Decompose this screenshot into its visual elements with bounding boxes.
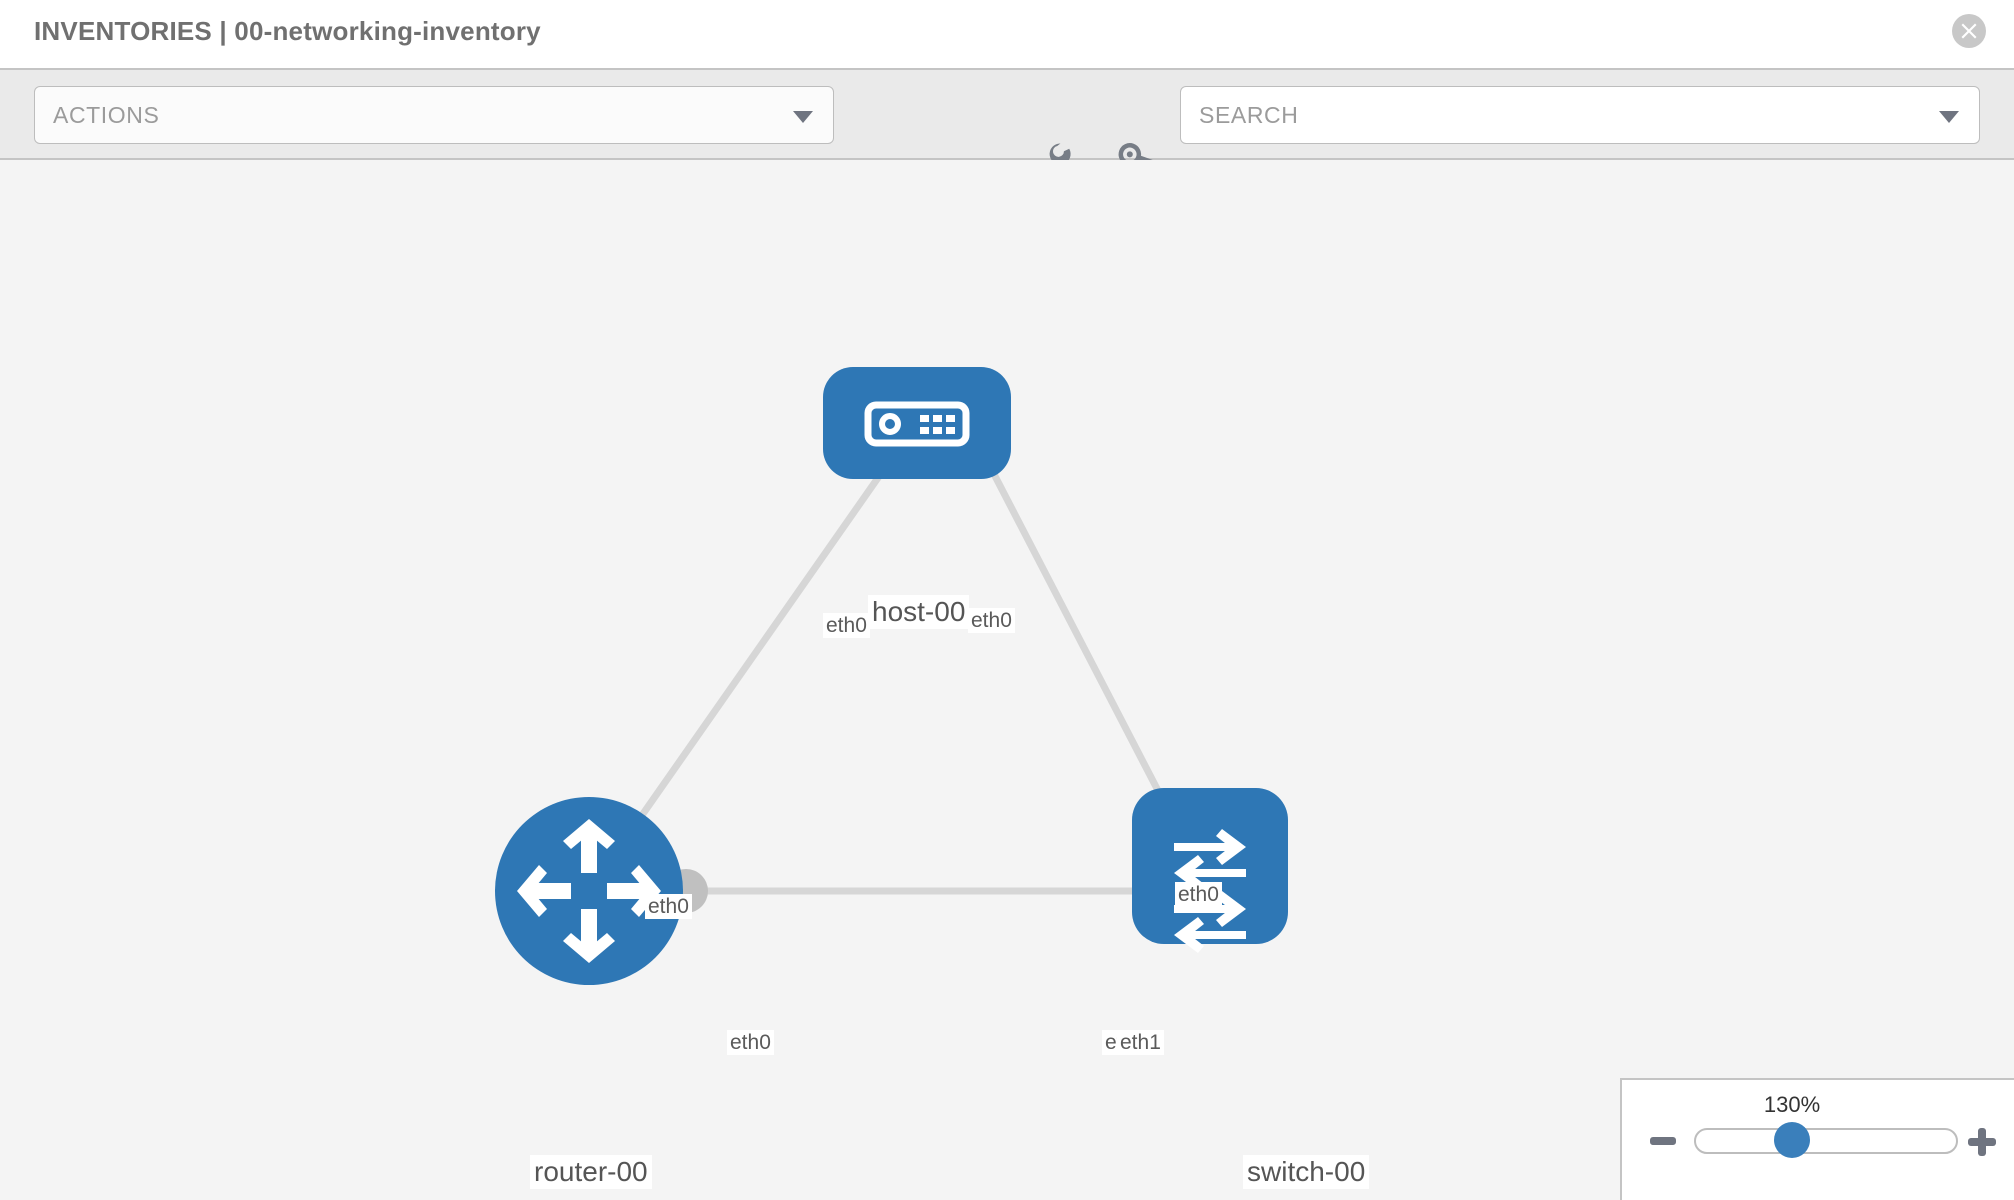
close-icon[interactable] [1952, 14, 1986, 48]
actions-dropdown-label: ACTIONS [53, 102, 160, 128]
node-router-00[interactable] [495, 797, 683, 985]
zoom-control-panel: 130% [1620, 1078, 2014, 1200]
topology-canvas[interactable]: eth0 host-00 eth0 eth0 eth0 router-00 et… [0, 160, 2014, 1200]
link-label-router-uplink-eth0: eth0 [645, 894, 692, 920]
node-host-00[interactable] [823, 367, 1011, 479]
minus-icon[interactable] [1650, 1128, 1676, 1159]
zoom-slider-thumb[interactable] [1774, 1122, 1810, 1158]
server-icon [864, 401, 970, 447]
page-title: INVENTORIES | 00-networking-inventory [34, 16, 541, 46]
link-label-switch-uplink-eth0: eth0 [1175, 882, 1222, 908]
switch-icon [1174, 829, 1246, 953]
plus-icon[interactable] [1968, 1128, 1996, 1161]
link-label-host-eth0-left: eth0 [823, 613, 870, 639]
topology-graph [495, 367, 1288, 985]
page-header: INVENTORIES | 00-networking-inventory [0, 0, 2014, 68]
link-label-host-eth0-right: eth0 [968, 608, 1015, 634]
toolbar: ACTIONS [0, 68, 2014, 173]
router-icon [517, 819, 661, 963]
zoom-slider-track[interactable] [1694, 1128, 1958, 1154]
topology-links [586, 419, 1214, 895]
actions-dropdown[interactable]: ACTIONS [34, 86, 834, 144]
link-host-router[interactable] [586, 419, 920, 894]
zoom-percent-label: 130% [1763, 1092, 1821, 1117]
search-input[interactable] [1199, 87, 1899, 143]
link-label-switch-eth1: eth1 [1117, 1030, 1164, 1056]
search-box[interactable] [1180, 86, 1980, 144]
link-label-router-eth0: eth0 [727, 1030, 774, 1056]
chevron-down-icon [793, 111, 813, 123]
node-switch-00[interactable] [1132, 788, 1288, 953]
node-label-switch-00: switch-00 [1243, 1155, 1370, 1190]
node-label-host-00: host-00 [868, 595, 970, 630]
chevron-down-icon[interactable] [1939, 111, 1959, 123]
node-label-router-00: router-00 [530, 1155, 652, 1190]
